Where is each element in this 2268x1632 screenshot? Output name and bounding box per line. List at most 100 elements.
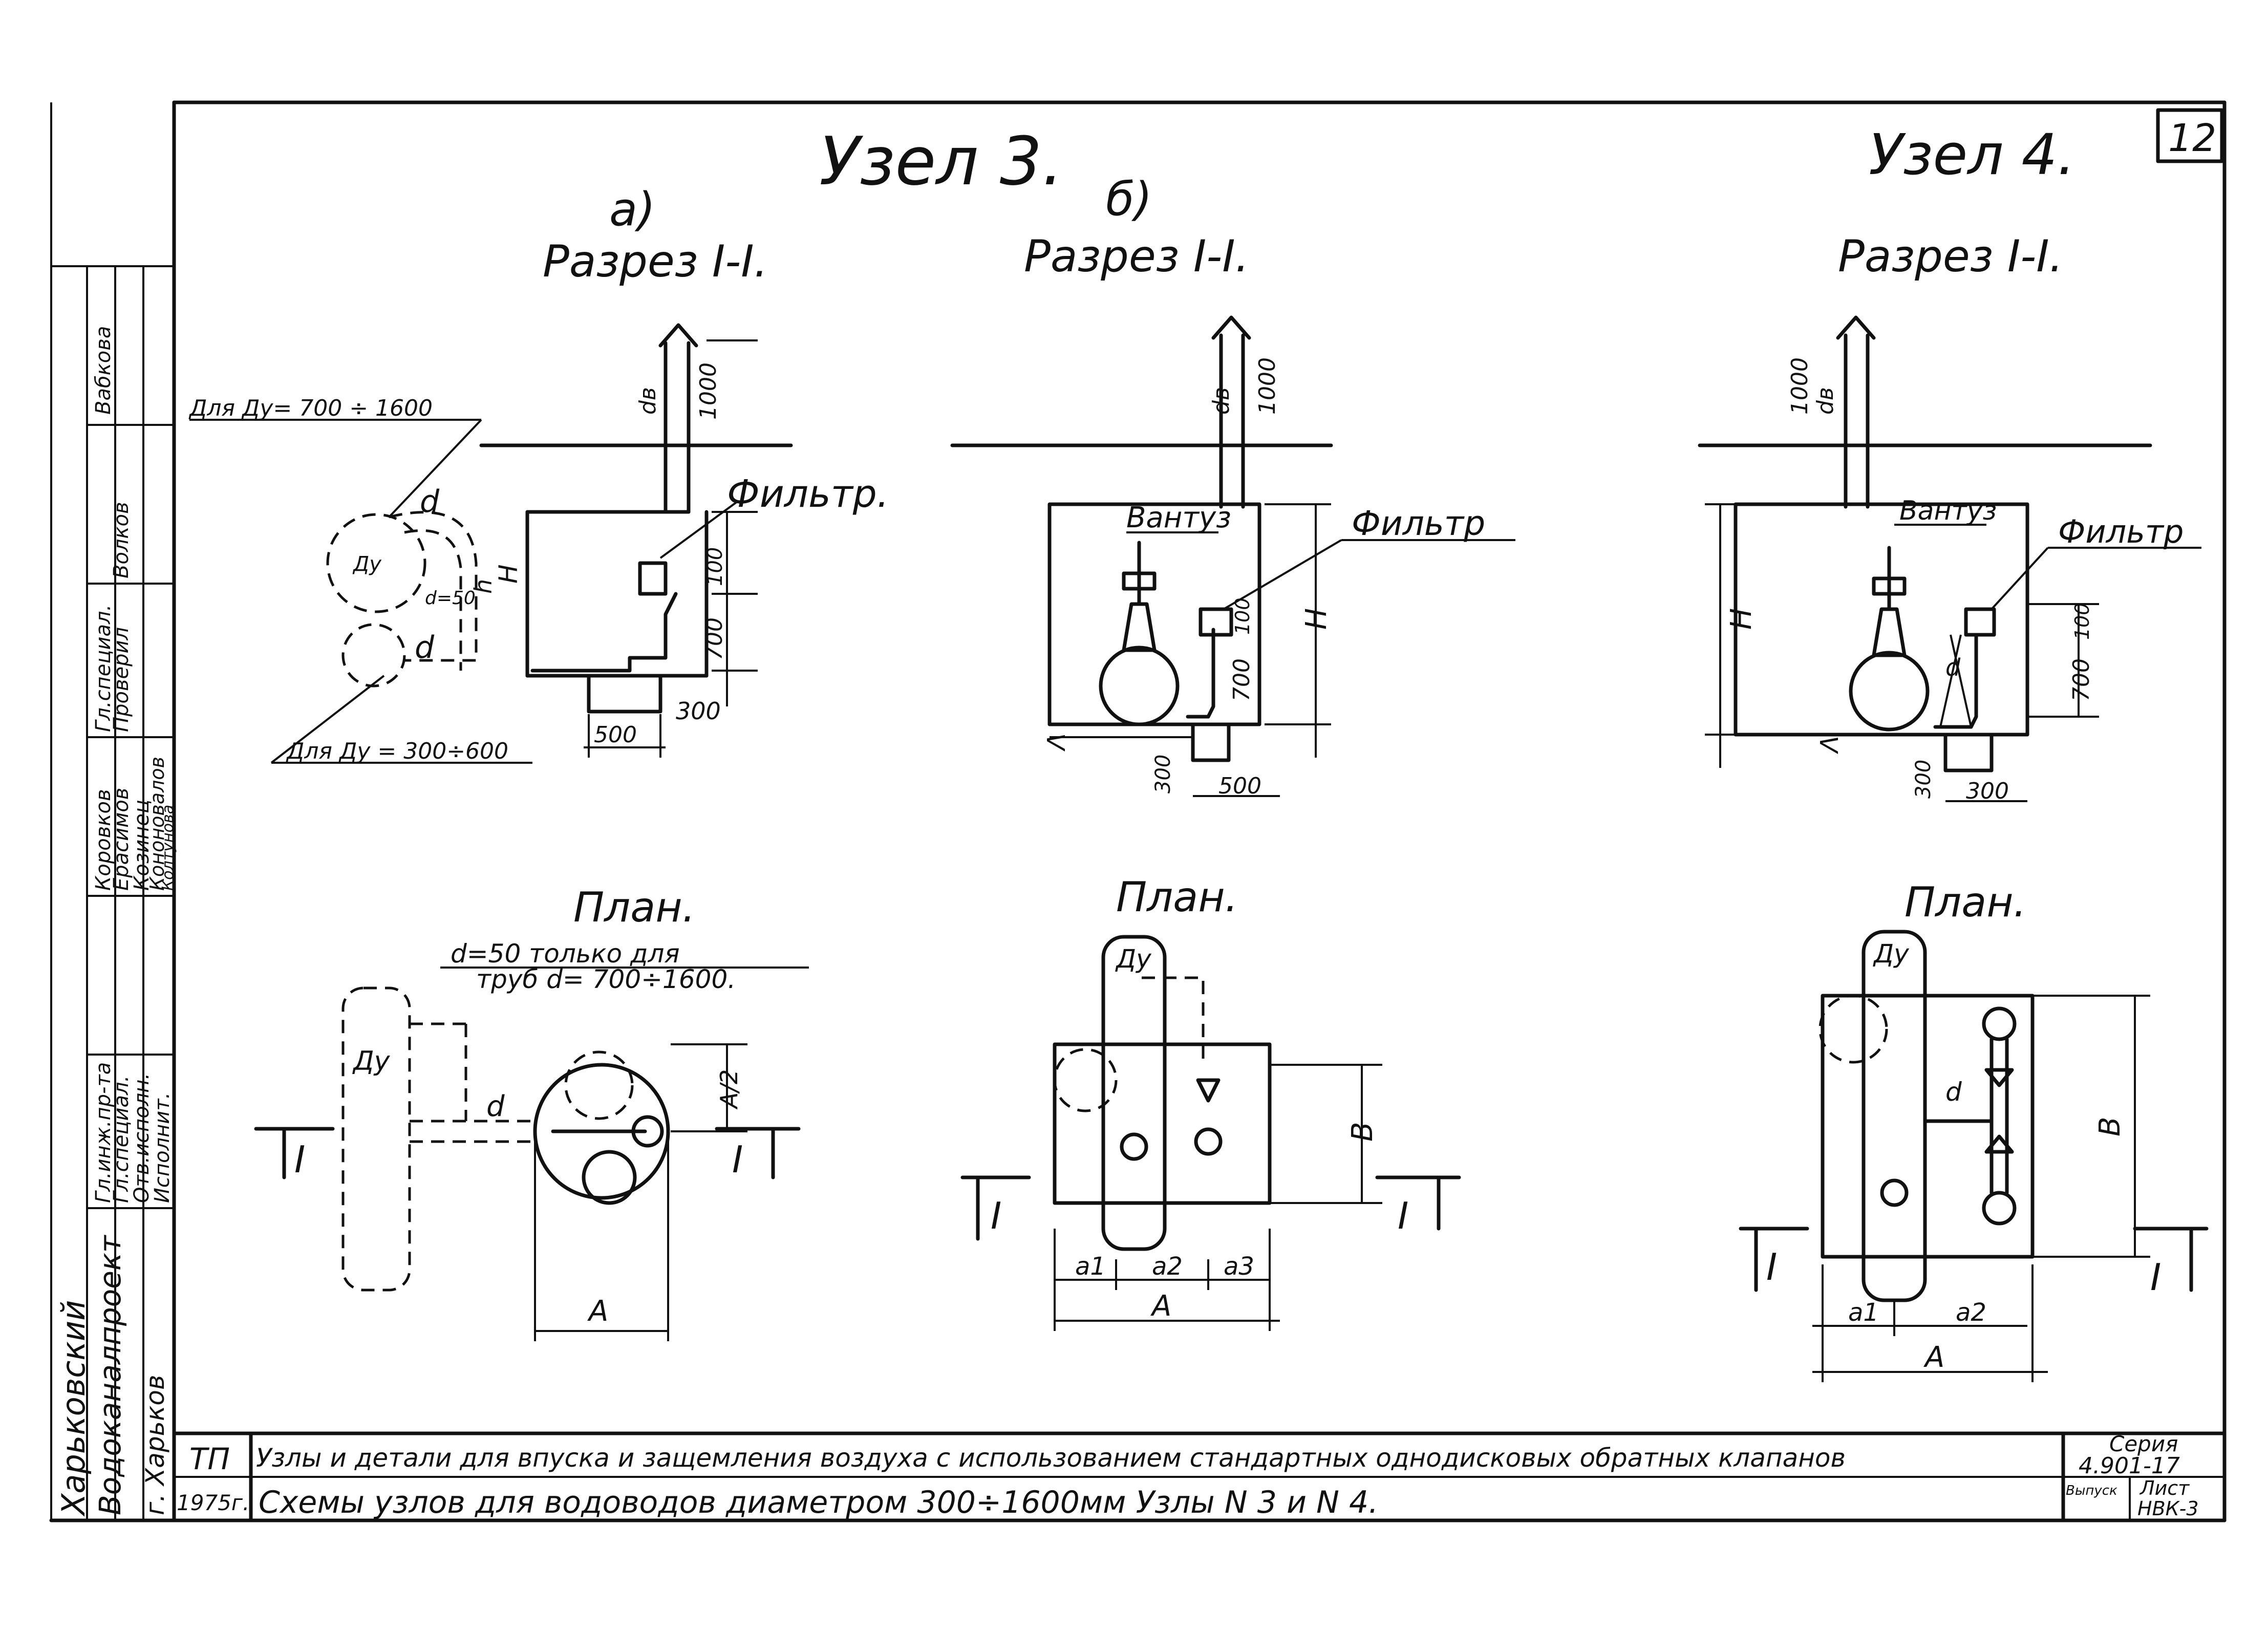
node3b-plan-Dy: Ду xyxy=(1115,944,1152,974)
node4-dim-100: 100 xyxy=(2071,603,2093,640)
node3a-dim-Dy: Ду xyxy=(352,552,382,576)
node3a-dim-500: 500 xyxy=(594,722,637,748)
title-line-1: Узлы и детали для впуска и защемления во… xyxy=(256,1443,1846,1473)
node3b-plan-cut-left: I xyxy=(991,1194,1001,1237)
node3a-dim-H: H xyxy=(494,564,523,584)
title-series: 4.901-17 xyxy=(2079,1453,2180,1479)
title-block: ТП 1975г. Узлы и детали для впуска и защ… xyxy=(172,1431,2227,1522)
node3b-filter: Фильтр xyxy=(1352,504,1485,543)
node4-plan-a1: a1 xyxy=(1848,1298,1879,1327)
node4-dim-dv: dв xyxy=(1812,387,1838,415)
stamp-org: Харьковский xyxy=(55,1300,92,1517)
node4-section-title: Разрез I-I. xyxy=(1838,231,2063,282)
node4-plan-B: В xyxy=(2093,1117,2127,1136)
node3b-plan: План. Ду В a1 a2 a3 А I I xyxy=(960,873,1461,1331)
title-issue-label: Выпуск xyxy=(2066,1483,2117,1498)
node3a-dim-700: 700 xyxy=(701,617,728,660)
node4-title: Узел 4. xyxy=(1869,122,2075,187)
node3a-note-large: Для Ду= 700 ÷ 1600 xyxy=(188,395,433,421)
sheet-number-box: 12 xyxy=(2156,108,2224,163)
node4-dim-700: 700 xyxy=(2068,658,2094,701)
node4-dim-500: 300 xyxy=(1966,778,2009,804)
node4-plan-a2: a2 xyxy=(1956,1298,1986,1327)
node3a-plan-note-2: труб d= 700÷1600. xyxy=(476,964,736,994)
node3a-section-title: Разрез I-I. xyxy=(543,236,768,287)
stamp-city: г. Харьков xyxy=(140,1375,170,1515)
stamp-role-5: Исполнит. xyxy=(151,1092,174,1203)
node3a-plan-d: d xyxy=(486,1090,505,1123)
node4-dim-d: d xyxy=(1945,654,1961,681)
title-year: 1975г. xyxy=(177,1490,249,1515)
node3a-plan: План. Ду d d=50 только для труб d= 700÷1… xyxy=(254,884,809,1341)
title-code: ТП xyxy=(189,1442,230,1476)
stamp-vabkova: Вабкова xyxy=(92,326,115,415)
node3a-dim-300: 300 xyxy=(676,697,721,725)
stamp-name-4: Кононовалов xyxy=(146,757,168,891)
node4-plan: План. Ду d В a1 a2 А I I xyxy=(1739,878,2209,1382)
node3a-filter-label: Фильтр. xyxy=(727,472,889,516)
node3b-section-title: Разрез I-I. xyxy=(1024,231,1249,282)
node3b-plan-cut-right: I xyxy=(1398,1194,1408,1237)
node4-plan-cut-right: I xyxy=(2150,1256,2161,1299)
node3b-dim-A: Λ xyxy=(1042,733,1071,752)
node3a-plan-A: А xyxy=(587,1295,608,1328)
node3a-plan-cut-left: I xyxy=(294,1138,305,1181)
node3b-plan-title: План. xyxy=(1116,873,1238,921)
stamp-org2: Водоканалпроект xyxy=(93,1234,127,1515)
stamp-checked: Гл.специал. xyxy=(92,605,115,732)
stamp-name-2: Ерасимов xyxy=(110,788,133,891)
node4-section: Разрез I-I. 1000 dв Вантуз d Фильтр H 10… xyxy=(1698,231,2201,804)
node3b-dim-100: 100 xyxy=(1231,597,1254,635)
stamp-role-4: Отв.исполн. xyxy=(130,1073,154,1203)
stamp-volkov: Волков xyxy=(110,502,133,578)
node3b-dim-1000: 1000 xyxy=(1254,357,1280,415)
node3b-label: б) xyxy=(1106,173,1152,226)
node3a-section: а) Разрез I-I. 1000 dв Фильтр. 100 700 3… xyxy=(188,183,889,764)
node3a-dim-dv: dв xyxy=(635,387,661,415)
title-sheet-label: Лист xyxy=(2139,1477,2190,1499)
node3b-dim-H: H xyxy=(1300,608,1333,630)
node4-vantuz: Вантуз xyxy=(1899,496,1997,526)
node4-plan-d: d xyxy=(1945,1077,1962,1107)
node3a-dim-d-bottom: d xyxy=(415,630,435,665)
title-line-2: Схемы узлов для водоводов диаметром 300÷… xyxy=(259,1485,1378,1520)
node3a-plan-A2: А/2 xyxy=(715,1069,743,1110)
stamp-name-3: Козинец xyxy=(130,800,154,891)
node3b-plan-a1: a1 xyxy=(1075,1252,1106,1281)
node4-plan-A: А xyxy=(1923,1341,1944,1374)
title-sheet-code: НВК-3 xyxy=(2137,1497,2199,1520)
node3a-note-small: Для Ду = 300÷600 xyxy=(286,738,508,764)
node3b-vantuz: Вантуз xyxy=(1126,501,1231,534)
node3-title: Узел 3. xyxy=(819,122,1063,200)
node3a-dim-50: d=50 xyxy=(425,588,476,609)
node3a-plan-note-1: d=50 только для xyxy=(451,939,680,969)
stamp-checked-name: Проверил xyxy=(110,627,133,732)
node3a-plan-Dy: Ду xyxy=(352,1046,391,1077)
side-stamp: Харьковский Водоканалпроект г. Харьков Г… xyxy=(51,265,177,1520)
node3b-plan-A: А xyxy=(1150,1290,1171,1323)
stamp-name-5: Колтунова xyxy=(159,805,177,891)
node4-plan-Dy: Ду xyxy=(1873,939,1910,969)
node3b-dim-700: 700 xyxy=(1229,658,1255,701)
node3a-dim-100: 100 xyxy=(703,547,727,586)
sheet-number: 12 xyxy=(2168,116,2216,160)
node4-dim-300: 300 xyxy=(1912,760,1935,799)
node4-plan-title: План. xyxy=(1905,878,2026,926)
stamp-name-1: Коровков xyxy=(92,789,115,891)
stamp-role-1: Гл.инж.пр-та xyxy=(92,1062,115,1203)
node4-dim-1000: 1000 xyxy=(1787,357,1813,415)
node3b-dim-300: 300 xyxy=(1151,755,1175,793)
node3b-dim-dv: dв xyxy=(1208,387,1234,415)
node3a-label: а) xyxy=(609,183,655,237)
node4-dim-A: Λ xyxy=(1815,736,1844,755)
node3b-dim-500: 500 xyxy=(1218,773,1261,799)
node3a-plan-cut-right: I xyxy=(732,1138,743,1181)
node3b-plan-a3: a3 xyxy=(1224,1252,1254,1281)
node3b-plan-a2: a2 xyxy=(1152,1252,1183,1281)
node4-filter: Фильтр xyxy=(2058,513,2184,550)
node3a-plan-title: План. xyxy=(573,884,695,931)
node3a-dim-1000: 1000 xyxy=(695,362,721,420)
node3a-dim-d-top: d xyxy=(420,484,440,520)
node3b-plan-B: В xyxy=(1346,1122,1379,1142)
